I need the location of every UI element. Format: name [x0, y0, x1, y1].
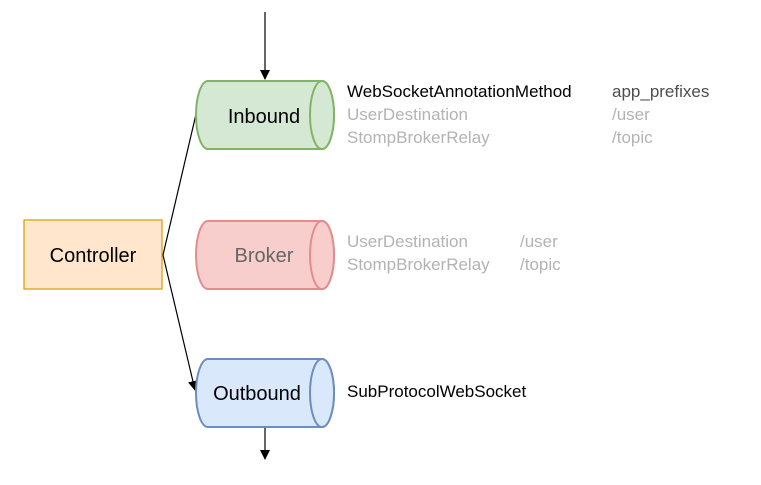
controller-node: Controller	[23, 219, 163, 290]
outbound-handler-list: SubProtocolWebSocket	[347, 382, 527, 401]
broker-handler-name: UserDestination	[347, 232, 468, 251]
broker-handler-prefix: /user	[520, 232, 558, 251]
inbound-handler-name: StompBrokerRelay	[347, 128, 490, 147]
inbound-label: Inbound	[228, 106, 300, 128]
outbound-channel: Outbound	[195, 358, 335, 428]
controller-label: Controller	[50, 245, 137, 267]
broker-handler-name: StompBrokerRelay	[347, 255, 490, 274]
controller-to-inbound-line	[162, 109, 198, 256]
inbound-channel: Inbound	[195, 80, 335, 150]
outbound-handler-name: SubProtocolWebSocket	[347, 382, 527, 401]
inbound-handler-prefix: app_prefixes	[612, 82, 709, 101]
inbound-handler-list: WebSocketAnnotationMethod app_prefixes U…	[347, 82, 709, 147]
controller-to-outbound-arrow	[162, 254, 198, 391]
inbound-handler-prefix: /topic	[612, 128, 653, 147]
broker-channel: Broker	[195, 220, 335, 290]
inbound-handler-prefix: /user	[612, 105, 650, 124]
outbound-label: Outbound	[213, 383, 301, 405]
inbound-handler-name: UserDestination	[347, 105, 468, 124]
broker-label: Broker	[235, 245, 294, 267]
broker-handler-prefix: /topic	[520, 255, 561, 274]
broker-handler-list: UserDestination /user StompBrokerRelay /…	[347, 232, 561, 274]
inbound-handler-name: WebSocketAnnotationMethod	[347, 82, 572, 101]
